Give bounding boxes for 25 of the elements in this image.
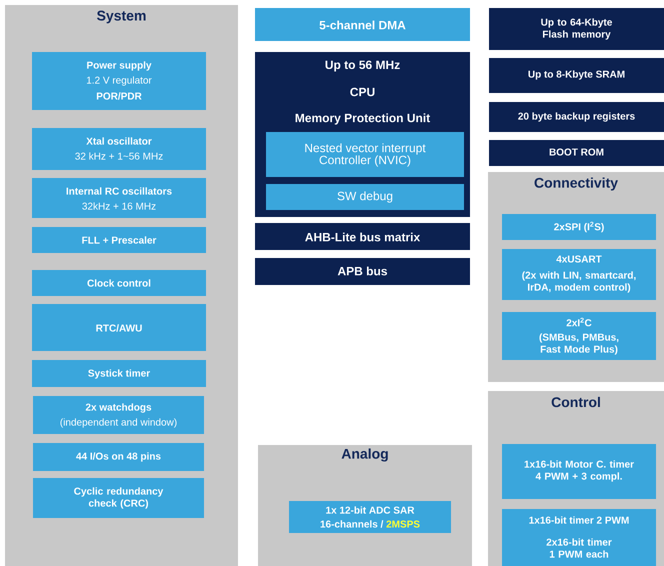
function-block: Clock control — [32, 270, 206, 296]
function-block: 44 I/Os on 48 pins — [33, 443, 204, 471]
function-block: 20 byte backup registers — [489, 102, 664, 132]
function-block: Up to 64-Kbyte Flash memory — [489, 8, 664, 50]
function-block: SW debug — [266, 184, 464, 210]
function-block: 2x watchdogs (independent and window) — [33, 396, 204, 434]
function-block: Nested vector interrupt Controller (NVIC) — [266, 132, 464, 177]
function-block: Internal RC oscillators 32kHz + 16 MHz — [32, 178, 206, 218]
function-block: 1x16-bit Motor C. timer 4 PWM + 3 compl. — [502, 444, 656, 499]
function-block: 2xSPI (I$^{2}$S) — [502, 214, 656, 240]
function-block: Xtal oscillator 32 kHz + 1~56 MHz — [32, 128, 206, 170]
function-block: 1x 12-bit ADC SAR 16-channels / 2MSPS — [289, 501, 451, 533]
function-block: Systick timer — [32, 360, 206, 387]
function-block: 1x16-bit timer 2 PWM 2x16-bit timer 1 PWM each — [502, 509, 656, 566]
function-block: Up to 8-Kbyte SRAM — [489, 58, 664, 93]
function-block: 2xI$^{2}$C (SMBus, PMBus, Fast Mode Plus) — [502, 312, 656, 360]
function-block: 5-channel DMA — [255, 8, 470, 41]
function-block: RTC/AWU — [32, 304, 206, 351]
function-block: BOOT ROM — [489, 140, 664, 166]
function-block: 4xUSART (2x with LIN, smartcard, IrDA, modem control) — [502, 249, 656, 300]
function-block: APB bus — [255, 258, 470, 285]
function-block: Power supply 1.2 V regulator POR/PDR — [32, 52, 206, 110]
function-block: AHB-Lite bus matrix — [255, 223, 470, 250]
function-block: FLL + Prescaler — [32, 227, 206, 253]
function-block: Cyclic redundancy check (CRC) — [33, 478, 204, 518]
